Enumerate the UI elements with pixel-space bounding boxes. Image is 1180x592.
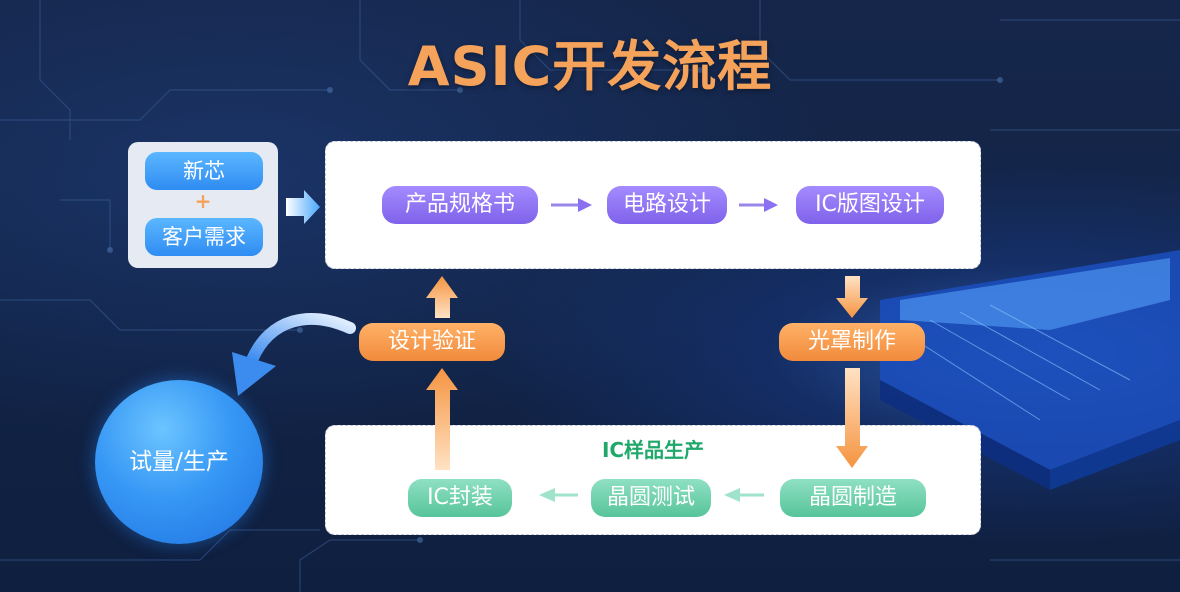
arrow-mask-to-wafer-fab	[836, 368, 868, 468]
arrow-fab-to-test	[724, 488, 764, 502]
arrow-verification-to-design	[426, 276, 458, 318]
sample-production-title: IC样品生产	[601, 438, 705, 462]
step-design-verification: 设计验证	[359, 323, 505, 361]
diagram-title: ASIC开发流程	[407, 35, 773, 98]
arrow-test-to-packaging	[539, 488, 578, 502]
sample-production-panel: IC样品生产 晶圆制造 晶圆测试 IC封装	[325, 425, 981, 535]
step-product-spec: 产品规格书	[382, 186, 538, 224]
step-mask-making: 光罩制作	[779, 323, 925, 361]
input-customer-needs: 客户需求	[145, 218, 263, 256]
arrow-verification-to-output	[232, 312, 356, 396]
step-wafer-fabrication: 晶圆制造	[780, 479, 926, 517]
step-circuit-design: 电路设计	[607, 186, 727, 224]
arrow-design-to-mask	[836, 276, 868, 318]
arrow-packaging-to-verification	[426, 368, 458, 470]
output-circle: 试量/生产	[95, 380, 263, 544]
arrow-input-to-design	[286, 190, 320, 224]
input-new-chip: 新芯	[145, 152, 263, 190]
arrow-spec-to-circuit	[551, 198, 592, 212]
step-ic-layout-design: IC版图设计	[796, 186, 944, 224]
input-box: 新芯 + 客户需求	[128, 142, 278, 268]
design-panel: 产品规格书 电路设计 IC版图设计	[325, 141, 981, 269]
step-wafer-test: 晶圆测试	[591, 479, 711, 517]
arrow-circuit-to-layout	[739, 198, 778, 212]
plus-sign: +	[194, 189, 212, 213]
step-ic-packaging: IC封装	[408, 479, 512, 517]
